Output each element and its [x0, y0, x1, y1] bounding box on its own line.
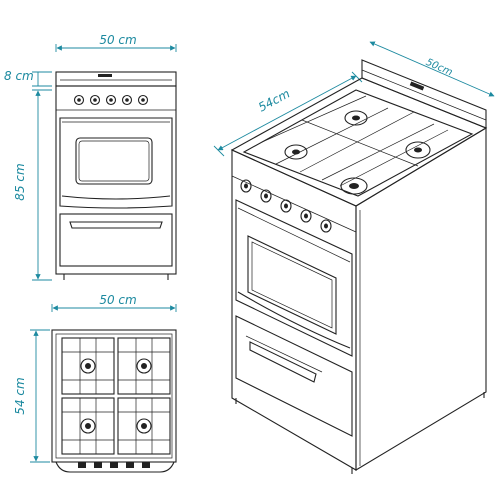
top-view: 50 cm 54 cm — [13, 293, 177, 473]
front-backsplash — [55, 71, 177, 87]
iso-drawer — [235, 315, 353, 437]
iso-depth-dimension: 54cm — [213, 71, 363, 157]
iso-backsplash — [361, 59, 487, 129]
front-view: 50 cm 8 cm 85 cm — [4, 33, 177, 281]
front-width-dimension: 50 cm — [55, 33, 177, 52]
iso-grates — [242, 89, 474, 197]
front-feet — [63, 274, 169, 280]
iso-feet — [235, 392, 485, 474]
iso-oven-door — [235, 199, 353, 357]
front-control-panel — [56, 94, 176, 111]
iso-side-face — [355, 127, 487, 471]
top-grates — [61, 337, 171, 455]
iso-depth-label: 54cm — [256, 86, 292, 114]
front-drawer — [59, 213, 173, 267]
top-depth-dimension: 54 cm — [13, 329, 50, 463]
front-height-dimension: 85 cm — [13, 89, 52, 281]
iso-control-panel — [231, 175, 357, 233]
front-top-label: 8 cm — [4, 69, 34, 83]
front-width-label: 50 cm — [99, 33, 136, 47]
top-front-edge — [55, 461, 175, 473]
knob-icon — [73, 94, 149, 106]
top-depth-label: 54 cm — [13, 377, 27, 414]
knob-icon — [240, 179, 332, 233]
front-oven-door — [59, 117, 173, 209]
knob-icon — [78, 462, 150, 468]
front-body — [55, 85, 177, 275]
burner-icon — [284, 110, 431, 195]
burner-icon — [80, 358, 152, 434]
top-width-label: 50 cm — [99, 293, 136, 307]
top-width-dimension: 50 cm — [51, 293, 177, 312]
iso-width-label: 50cm — [424, 57, 454, 79]
front-top-dimension: 8 cm — [4, 69, 52, 87]
front-height-label: 85 cm — [13, 163, 27, 200]
iso-view: 54cm 50cm — [213, 41, 495, 474]
